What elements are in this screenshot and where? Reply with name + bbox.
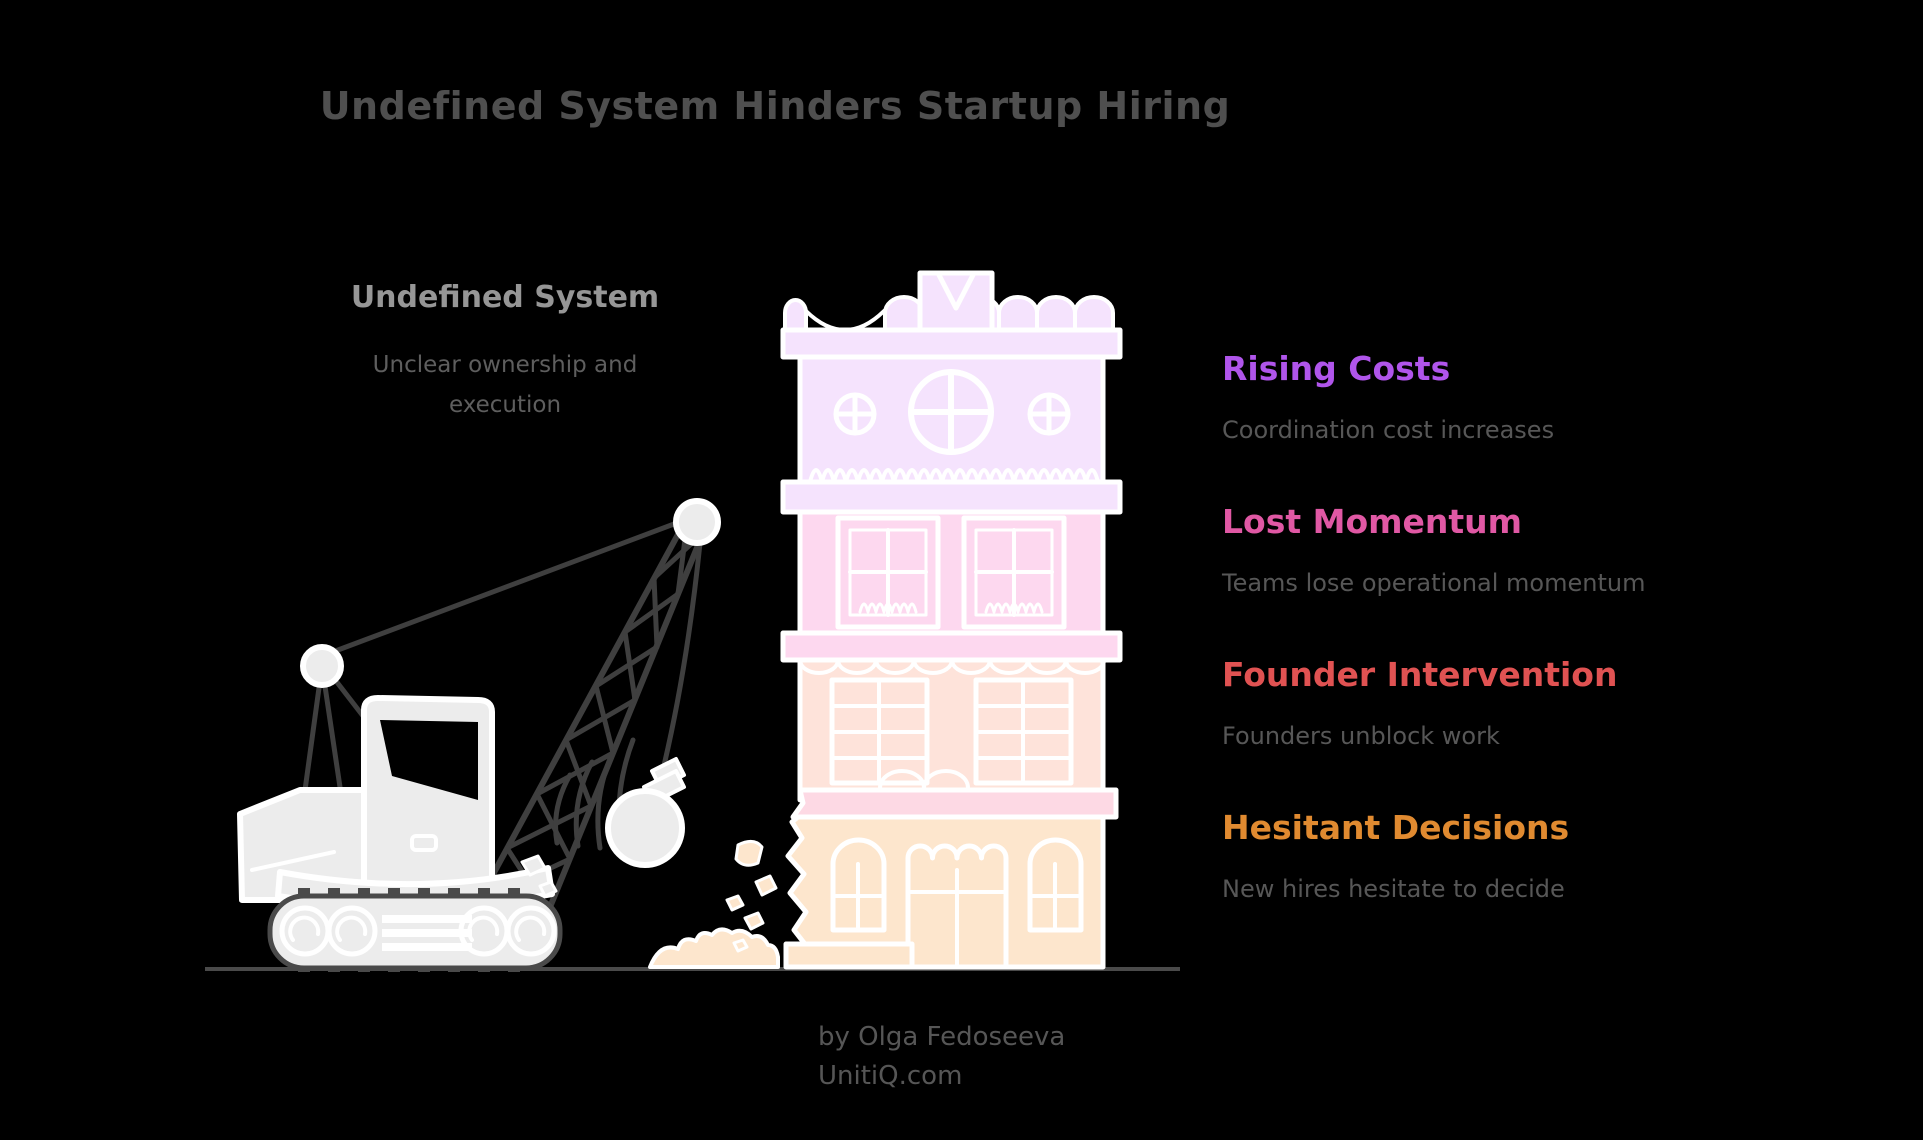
page-title: Undefined System Hinders Startup Hiring bbox=[319, 84, 1231, 128]
wrecking-ball-icon bbox=[605, 757, 686, 868]
cab-window bbox=[380, 720, 478, 800]
consequence-description: Coordination cost increases bbox=[1222, 416, 1555, 444]
boom-pulley bbox=[673, 498, 721, 546]
wrecking-crane-icon bbox=[237, 498, 721, 972]
credit: by Olga Fedoseeva UnitiQ.com bbox=[818, 1018, 1065, 1096]
credit-site: UnitiQ.com bbox=[818, 1061, 963, 1091]
consequence-item: Founder Intervention Founders unblock wo… bbox=[1222, 655, 1645, 750]
swing-motion-lines bbox=[553, 737, 636, 852]
consequences-list: Rising Costs Coordination cost increases… bbox=[1222, 349, 1645, 961]
credit-author: by Olga Fedoseeva bbox=[818, 1022, 1066, 1052]
crawler-tracks bbox=[267, 888, 563, 972]
consequence-title: Rising Costs bbox=[1222, 349, 1451, 388]
consequence-description: Founders unblock work bbox=[1222, 722, 1500, 750]
problem-heading: Undefined System bbox=[350, 280, 660, 315]
problem-description: Unclear ownership and execution bbox=[372, 352, 638, 418]
smashed-roof-edge bbox=[804, 309, 886, 332]
consequence-title: Hesitant Decisions bbox=[1222, 808, 1570, 847]
debris-icon bbox=[520, 840, 780, 969]
problem-label: Undefined System Unclear ownership and e… bbox=[290, 280, 720, 425]
consequence-item: Lost Momentum Teams lose operational mom… bbox=[1222, 502, 1645, 597]
demolition-illustration bbox=[205, 270, 1180, 972]
mast-pulley bbox=[300, 644, 344, 688]
building-door bbox=[905, 843, 1009, 970]
consequence-title: Lost Momentum bbox=[1222, 502, 1523, 541]
consequence-item: Hesitant Decisions New hires hesitate to… bbox=[1222, 808, 1645, 903]
building-icon bbox=[780, 270, 1123, 970]
consequence-description: New hires hesitate to decide bbox=[1222, 875, 1565, 903]
cab-door-handle bbox=[410, 834, 438, 852]
consequence-item: Rising Costs Coordination cost increases bbox=[1222, 349, 1645, 444]
consequence-title: Founder Intervention bbox=[1222, 655, 1618, 694]
consequence-description: Teams lose operational momentum bbox=[1222, 569, 1646, 597]
